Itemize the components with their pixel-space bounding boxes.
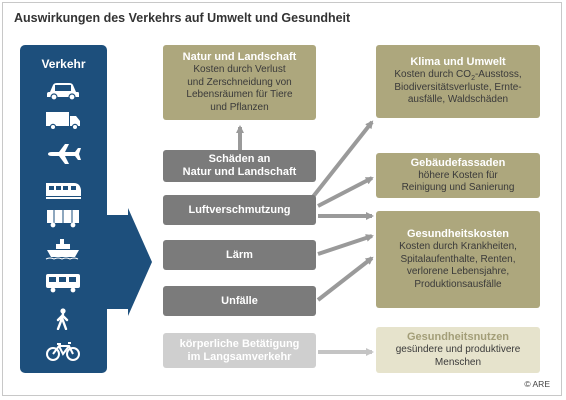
cause-air-pollution: Luftverschmutzung <box>163 195 316 225</box>
effect-nature-title: Natur und Landschaft <box>182 51 297 63</box>
traffic-label: Verkehr <box>41 57 86 71</box>
arrow-accidents-to-health <box>316 256 374 302</box>
effect-nature-landscape: Natur und Landschaft Kosten durch Verlus… <box>163 45 316 120</box>
effect-climate-environment: Klima und Umwelt Kosten durch CO2-Aussto… <box>376 45 540 118</box>
arrow-air-to-climate <box>310 120 374 200</box>
arrow-noise-to-health <box>317 234 374 256</box>
effect-health-benefit-title: Gesundheitsnutzen <box>406 331 510 343</box>
ship-icon <box>45 239 79 260</box>
car-icon <box>47 83 79 101</box>
bicycle-icon <box>46 342 80 361</box>
effect-climate-title: Klima und Umwelt <box>410 56 506 69</box>
cause-noise: Lärm <box>163 240 316 270</box>
tram-icon <box>46 274 80 293</box>
train-icon <box>46 183 81 199</box>
effect-health-costs: Gesundheitskosten Kosten durch Krankheit… <box>376 211 540 308</box>
effect-health-costs-title: Gesundheitskosten <box>406 228 510 240</box>
pedestrian-icon <box>56 308 69 330</box>
effect-nature-body: Kosten durch Verlust und Zerschneidung v… <box>186 64 293 113</box>
truck-icon <box>46 112 80 131</box>
airplane-icon <box>48 144 81 164</box>
effect-building-facades: Gebäudefassaden höhere Kosten für Reinig… <box>376 153 540 198</box>
effect-health-benefit-body: gesündere und produktivere Menschen <box>395 344 521 368</box>
effect-facades-body: höhere Kosten für Reinigung und Sanierun… <box>401 169 515 194</box>
effect-facades-title: Gebäudefassaden <box>410 156 506 169</box>
effect-climate-body: Kosten durch CO2-Ausstoss, Biodiversität… <box>394 69 522 106</box>
arrow-air-to-facades <box>317 176 374 208</box>
effect-health-benefit: Gesundheitsnutzen gesündere und produkti… <box>376 327 540 373</box>
copyright: © ARE <box>524 379 550 389</box>
traffic-column: Verkehr <box>20 45 107 373</box>
freight-wagon-icon <box>47 210 79 228</box>
effect-health-costs-body: Kosten durch Krankheiten, Spitalaufentha… <box>399 241 517 290</box>
cause-damage-nature: Schäden an Natur und Landschaft <box>163 150 316 182</box>
diagram-title: Auswirkungen des Verkehrs auf Umwelt und… <box>14 11 351 25</box>
cause-accidents: Unfälle <box>163 286 316 316</box>
cause-physical-activity: körperliche Betätigung im Langsamverkehr <box>163 333 316 368</box>
